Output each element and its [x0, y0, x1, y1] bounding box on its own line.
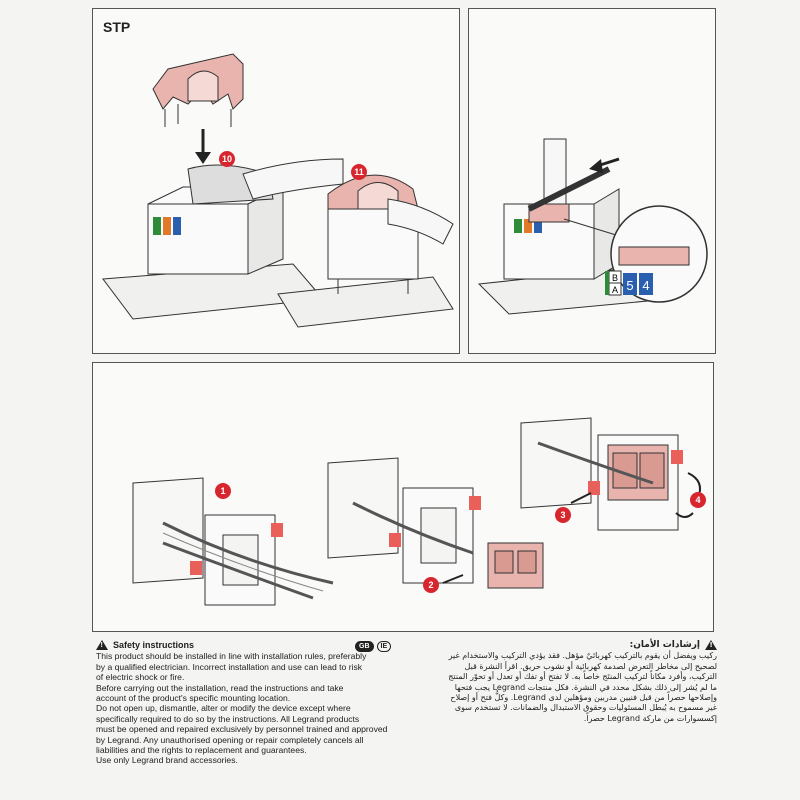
safety-title-text: Safety instructions: [113, 640, 195, 650]
safety-instructions-ar: إرشادات الأمان: ركيب ويفضل أن يقوم بالتر…: [405, 640, 717, 724]
safety-line: Do not open up, dismantle, alter or modi…: [96, 703, 351, 714]
arrow-curve-3-icon: [570, 492, 592, 504]
stp-panel: STP 10: [92, 8, 460, 354]
zoom-panel: B A 5 4: [468, 8, 716, 354]
svg-text:A: A: [612, 285, 618, 295]
safety-title-en: Safety instructions: [96, 640, 396, 651]
language-badges: GB IE: [355, 641, 392, 652]
safety-line: by a qualified electrician. Incorrect in…: [96, 661, 363, 672]
svg-text:4: 4: [695, 495, 700, 505]
socket-step-10: [102, 158, 344, 320]
step-11-badge: 11: [351, 164, 367, 180]
svg-text:1: 1: [220, 486, 225, 496]
safety-line: liabilities and the rights to replacemen…: [96, 745, 307, 756]
safety-line: غير مسموح به يُبطل المسئوليات وحقوق الاس…: [454, 703, 717, 713]
safety-line: account of the product's specific mounti…: [96, 693, 291, 704]
safety-line: إكسسوارات من ماركة Legrand حصراً.: [583, 713, 717, 723]
mount-illustration: 1 2: [132, 417, 706, 606]
arrow-down-icon: [195, 129, 211, 164]
safety-line: لصحيح إلى مخاطر التعرض لصدمة كهربائية أو…: [464, 661, 717, 671]
step-10-badge: 10: [219, 151, 235, 167]
safety-line: ركيب ويفضل أن يقوم بالتركيب كهربائيٌ مؤه…: [448, 651, 717, 661]
svg-text:B: B: [612, 273, 618, 283]
safety-line: must be opened and repaired exclusively …: [96, 724, 388, 735]
step-1-badge: 1: [215, 483, 231, 499]
arrow-left-icon: [589, 157, 620, 173]
safety-line: Use only Legrand brand accessories.: [96, 755, 238, 766]
step-3-badge: 3: [555, 507, 571, 523]
step-2-badge: 2: [423, 577, 439, 593]
safety-instructions-en: Safety instructions This product should …: [96, 640, 396, 766]
svg-text:5: 5: [626, 278, 633, 293]
arrow-push-icon: [442, 574, 464, 584]
warning-icon: [705, 640, 717, 651]
mount-step-3-4: [520, 417, 683, 531]
mount-step-1: [132, 477, 334, 606]
safety-line: by Legrand. Any unauthorised opening or …: [96, 734, 364, 745]
warning-icon: [96, 640, 108, 651]
safety-line: specifically required to do so by the in…: [96, 713, 360, 724]
pair-labels: B A 5 4: [605, 270, 653, 296]
stp-label: STP: [103, 19, 131, 35]
badge-ie: IE: [376, 641, 392, 652]
safety-line: This product should be installed in line…: [96, 651, 367, 662]
safety-line: Before carrying out the installation, re…: [96, 682, 344, 693]
step-4-badge: 4: [690, 492, 706, 508]
safety-line: التركيب، وأفرد مكاناً لتركيب المنتَج خاص…: [448, 672, 717, 682]
safety-line: of electric shock or fire.: [96, 672, 185, 683]
svg-text:2: 2: [428, 580, 433, 590]
safety-title-text: إرشادات الأمان:: [629, 640, 700, 650]
mount-step-2: [327, 457, 544, 589]
safety-line: ما لم يُشر إلى ذلك بشكل محدد في النشرة. …: [454, 682, 717, 692]
badge-gb: GB: [355, 641, 374, 652]
zoom-illustration: B A 5 4: [477, 138, 708, 315]
svg-text:11: 11: [354, 167, 364, 177]
socket-step-11: [277, 174, 454, 328]
safety-title-ar: إرشادات الأمان:: [405, 640, 717, 651]
mount-panel: 1 2: [92, 362, 714, 632]
svg-text:4: 4: [642, 278, 649, 293]
svg-text:10: 10: [222, 154, 232, 164]
safety-line: وإصلاحها حصراً من قبل فنيين مدربين ومؤهل…: [450, 693, 717, 703]
svg-text:3: 3: [560, 510, 565, 520]
shield-cap-top: [152, 53, 244, 127]
stp-illustration: 10 11: [102, 53, 454, 328]
